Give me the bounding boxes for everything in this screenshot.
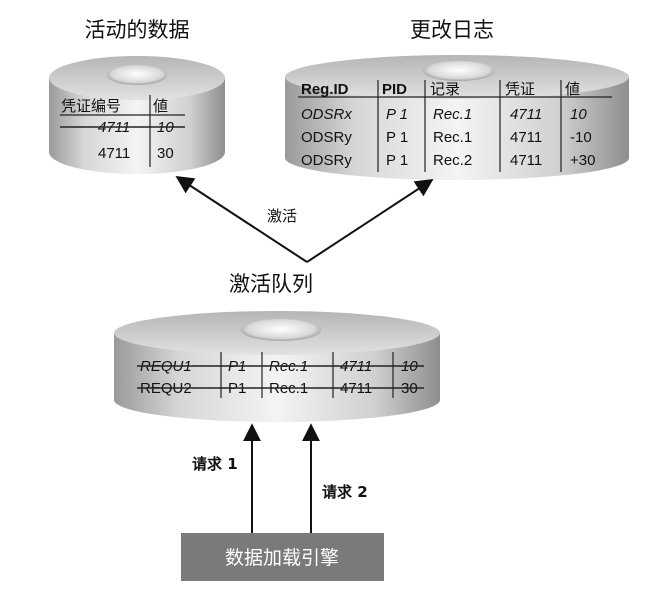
reg-id-header: Reg.ID (301, 81, 349, 98)
table-cell: 4711 (98, 145, 130, 162)
request-1-label: 请求 1 (192, 455, 238, 473)
table-cell: P 1 (386, 106, 408, 123)
record-header: 记录 (430, 80, 460, 98)
table-cell: Rec.2 (433, 152, 472, 169)
activate-arrow-right (306, 179, 434, 263)
table-cell: 4711 (510, 106, 542, 123)
value-header: 値 (153, 97, 168, 115)
table-cell: Rec.1 (433, 106, 472, 123)
table-cell: 30 (157, 145, 174, 162)
table-cell: 10 (570, 106, 587, 123)
value-header: 値 (565, 80, 580, 98)
activation-queue-title: 激活队列 (229, 272, 313, 296)
table-cell: P 1 (386, 129, 408, 146)
pid-header: PID (382, 81, 407, 98)
data-load-engine-label: 数据加载引擎 (225, 547, 339, 569)
activate-arrow-left (175, 176, 308, 263)
table-cell: 4711 (510, 152, 542, 169)
activation-queue-cylinder: REQU1 P1 Rec.1 4711 10 REQU2 P1 Rec.1 47… (114, 311, 440, 422)
cylinder-hole (423, 61, 495, 81)
table-cell: P 1 (386, 152, 408, 169)
table-cell: 4711 (510, 129, 542, 146)
cylinder-hole (107, 65, 167, 85)
table-cell: Rec.1 (433, 129, 472, 146)
table-cell: -10 (570, 129, 592, 146)
watermark: https://blog.csdn.net/weixin_45689053 (432, 565, 653, 580)
table-cell: ODSRy (301, 152, 352, 169)
change-log-cylinder: Reg.ID PID 记录 凭证 値 ODSRx P 1 Rec.1 4711 … (285, 55, 629, 180)
table-cell: ODSRy (301, 129, 352, 146)
request-2-label: 请求 2 (322, 483, 368, 501)
table-cell: +30 (570, 152, 595, 169)
active-data-title: 活动的数据 (85, 18, 190, 42)
voucher-number-header: 凭证编号 (61, 97, 121, 115)
activate-label: 激活 (267, 207, 297, 225)
cylinder-hole (241, 319, 321, 341)
data-load-engine-box (181, 533, 384, 581)
active-data-cylinder: 凭证编号 値 4711 10 4711 30 (49, 56, 225, 174)
change-log-title: 更改日志 (410, 18, 494, 42)
table-cell: ODSRx (301, 106, 352, 123)
voucher-header: 凭证 (505, 80, 535, 98)
